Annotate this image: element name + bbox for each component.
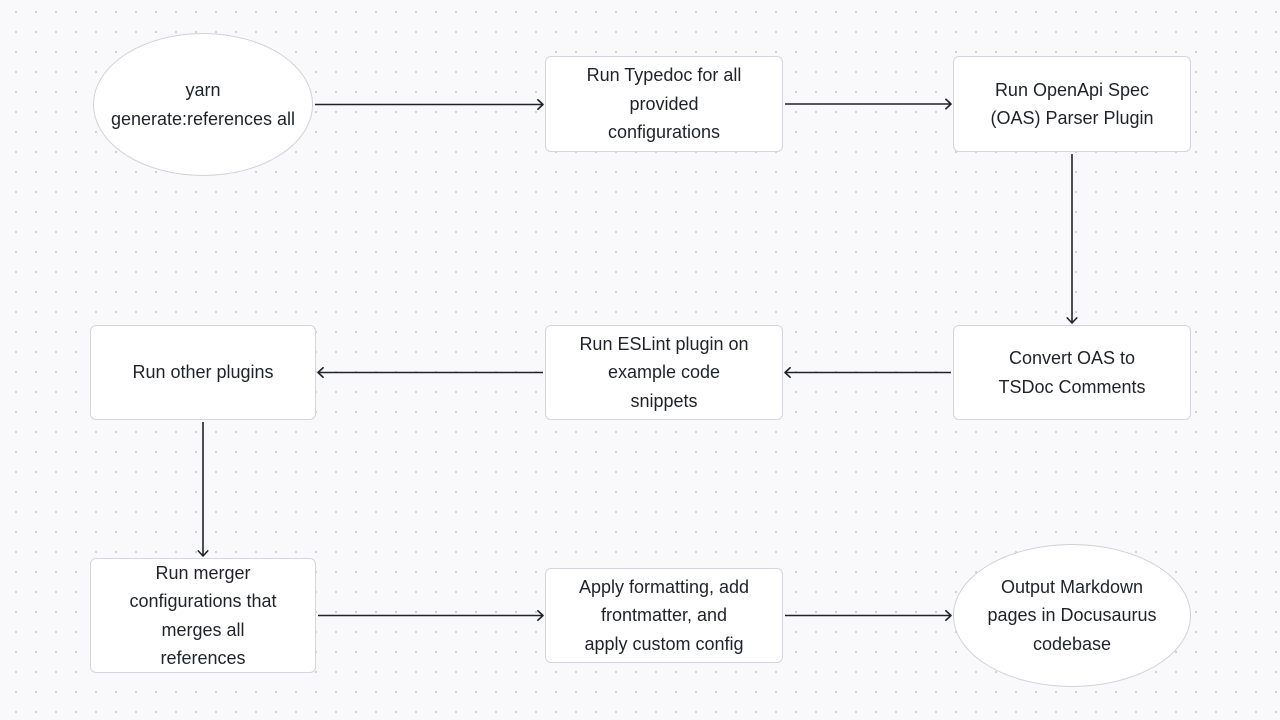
edge-start-to-typedoc: [315, 98, 544, 111]
label-line: Run ESLint plugin on: [579, 333, 749, 354]
label-line: merges all: [161, 619, 245, 640]
label-line: Output Markdown: [1000, 576, 1144, 597]
node-typedoc-label: Run Typedoc for all provided configuration…: [587, 61, 742, 147]
edge-merger-to-formatting: [318, 609, 544, 622]
label-line: Apply formatting, add: [578, 576, 750, 597]
label-line: example code: [607, 362, 721, 383]
node-other-plugins-label: Run other plugins: [132, 358, 273, 387]
arrowhead-icon: [784, 366, 791, 379]
label-line: snippets: [630, 390, 698, 411]
label-line: frontmatter, and: [600, 605, 728, 626]
edge-convert_oas-to-eslint: [784, 366, 951, 379]
edge-other_plugins-to-merger: [197, 422, 209, 557]
label-line: Convert OAS to: [1008, 348, 1136, 368]
arrowhead-icon: [537, 609, 544, 622]
node-start[interactable]: yarn generate:references all: [93, 33, 313, 176]
node-output-label: Output Markdown pages in Docusaurus codeba…: [987, 573, 1156, 659]
label-line: apply custom config: [584, 633, 744, 654]
arrowhead-icon: [197, 550, 209, 557]
node-convert-oas[interactable]: Convert OAS to TSDoc Comments: [953, 325, 1191, 420]
arrowhead-icon: [945, 609, 952, 622]
arrowhead-icon: [945, 98, 952, 110]
label-line: pages in Docusaurus: [987, 605, 1157, 626]
node-eslint-label: Run ESLint plugin on example code snippets: [579, 330, 748, 416]
arrowhead-icon: [317, 366, 324, 379]
node-formatting[interactable]: Apply formatting, add frontmatter, and app…: [545, 568, 783, 663]
edge-eslint-to-other_plugins: [317, 366, 543, 379]
label-line: configurations that: [129, 591, 277, 611]
label-line: Run merger: [155, 562, 251, 583]
label-line: Run OpenApi Spec: [994, 79, 1150, 100]
label-line: configurations: [607, 122, 721, 143]
node-merger[interactable]: Run merger configurations that merges all r…: [90, 558, 316, 673]
label-line: generate:references all: [110, 108, 296, 129]
node-oas-parser-label: Run OpenApi Spec (OAS) Parser Plugin: [990, 76, 1153, 133]
node-start-label: yarn generate:references all: [111, 76, 295, 133]
edge-typedoc-to-oas_parser: [785, 98, 952, 110]
label-line: yarn: [185, 80, 221, 100]
node-convert-oas-label: Convert OAS to TSDoc Comments: [998, 344, 1145, 401]
node-eslint[interactable]: Run ESLint plugin on example code snippets: [545, 325, 783, 420]
label-line: references: [160, 648, 246, 668]
label-line: Run Typedoc for all: [586, 65, 742, 86]
arrowhead-icon: [537, 98, 544, 111]
node-other-plugins[interactable]: Run other plugins: [90, 325, 316, 420]
label-line: codebase: [1032, 633, 1112, 654]
arrowhead-icon: [1066, 317, 1078, 324]
node-formatting-label: Apply formatting, add frontmatter, and app…: [579, 573, 749, 659]
node-output[interactable]: Output Markdown pages in Docusaurus codeba…: [953, 544, 1191, 687]
label-line: TSDoc Comments: [998, 376, 1146, 397]
label-line: (OAS) Parser Plugin: [990, 108, 1154, 128]
edge-formatting-to-output: [785, 609, 952, 622]
edge-oas_parser-to-convert_oas: [1066, 154, 1078, 324]
node-oas-parser[interactable]: Run OpenApi Spec (OAS) Parser Plugin: [953, 56, 1191, 152]
label-line: Run other plugins: [132, 362, 274, 383]
node-merger-label: Run merger configurations that merges all r…: [129, 559, 276, 673]
node-typedoc[interactable]: Run Typedoc for all provided configuration…: [545, 56, 783, 152]
label-line: provided: [629, 93, 699, 114]
